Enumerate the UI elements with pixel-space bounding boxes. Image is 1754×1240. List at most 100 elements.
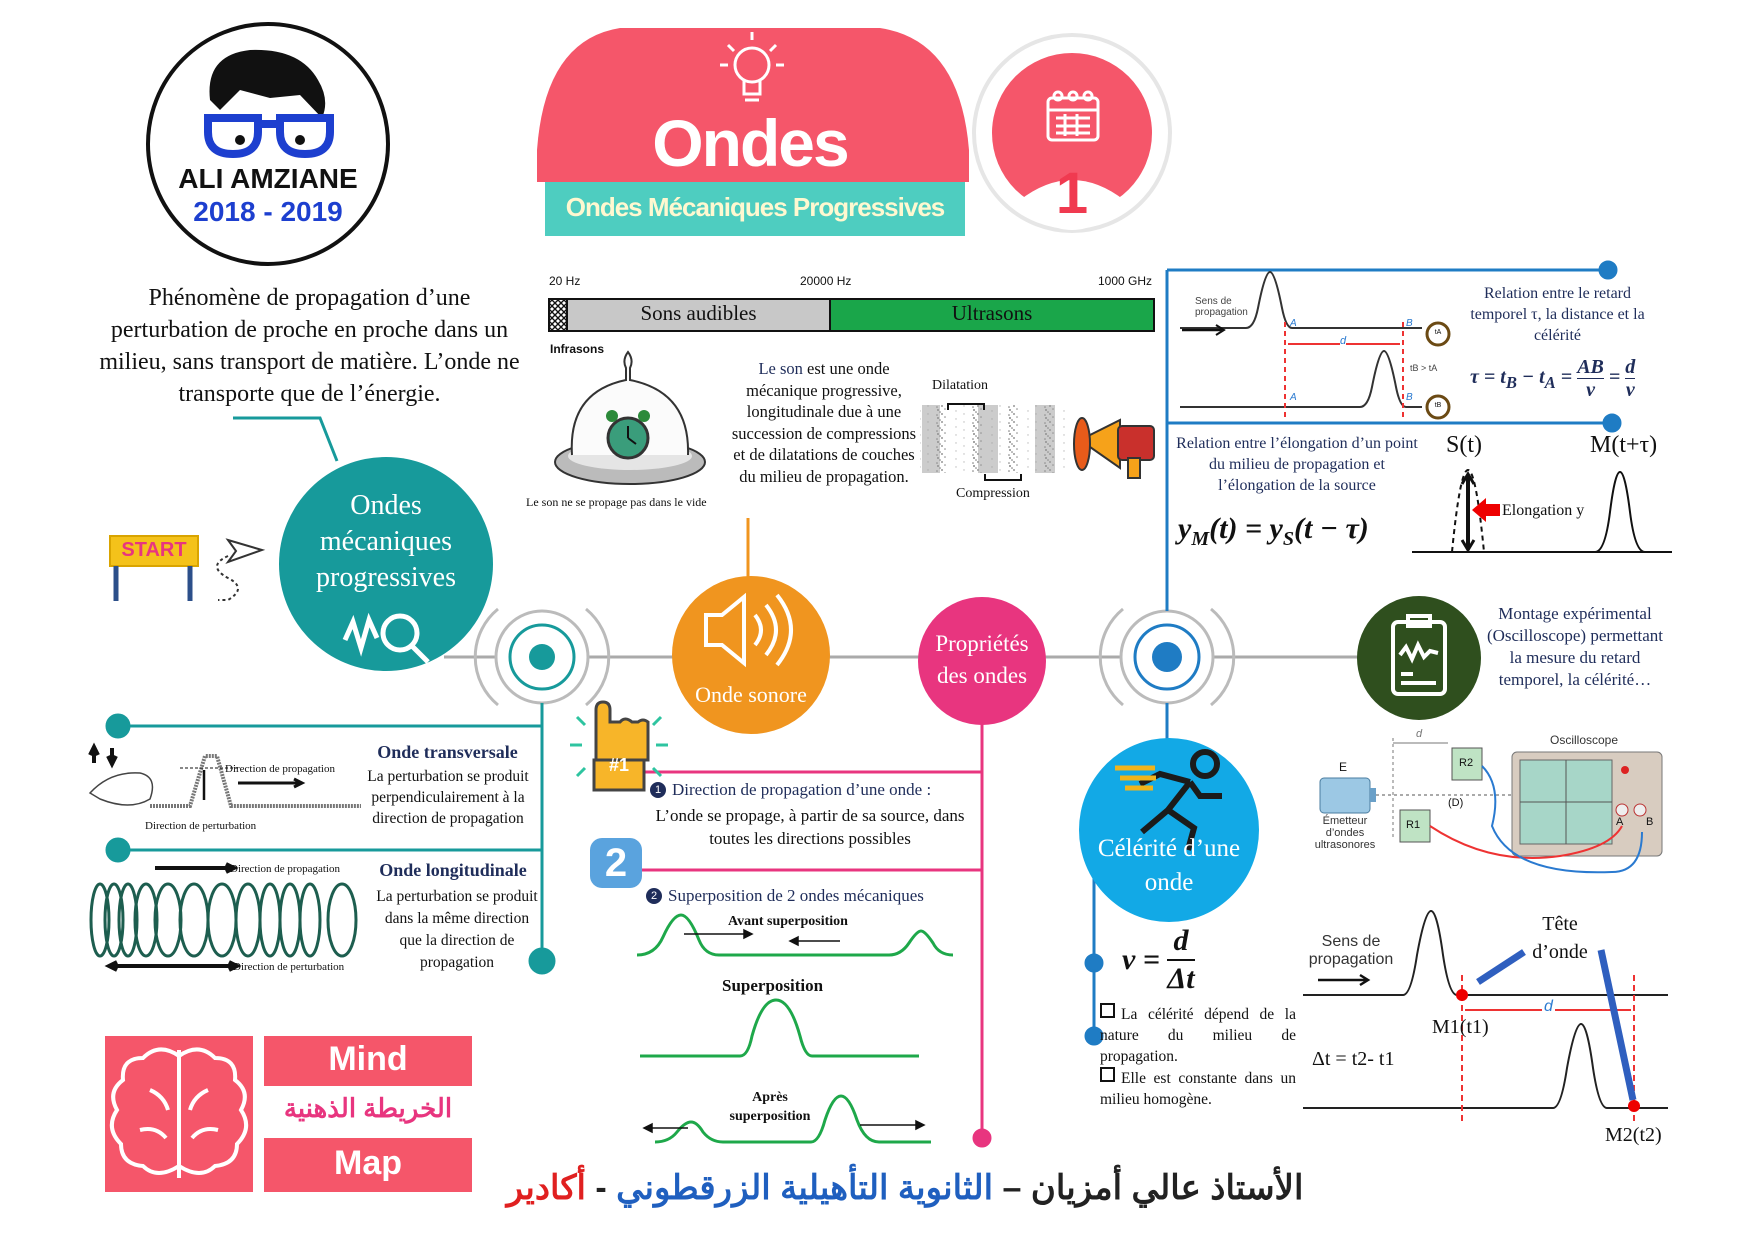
delay-distance-label: d	[1340, 335, 1347, 347]
superposition-arrows	[642, 928, 926, 1134]
page-subtitle: Ondes Mécaniques Progressives	[565, 192, 946, 222]
clock-a-label: tA	[1434, 329, 1442, 336]
delay-point-b-bottom: B	[1406, 392, 1413, 403]
longitudinal-pert-label: Direction de perturbation	[233, 961, 345, 973]
celerity-bullet-1-text: La célérité dépend de la nature du milie…	[1100, 1006, 1296, 1065]
property-2-number: 2	[646, 888, 662, 904]
node-properties-label[interactable]: Propriétés des ondes	[935, 631, 1029, 688]
page-title: Ondes	[652, 106, 849, 180]
receiver-r1-label: R1	[1406, 819, 1421, 831]
intro-definition: Phénomène de propagation d’une perturbat…	[99, 285, 520, 407]
delay-fraction-num: AB	[1577, 356, 1604, 379]
compression-pattern	[920, 403, 1070, 481]
delay-pulse-diagram	[1180, 270, 1451, 420]
calendar-icon	[1046, 90, 1100, 142]
delay-formula-minus: − t	[1516, 366, 1545, 389]
celerity-bullet-1: La célérité dépend de la nature du milie…	[1100, 1003, 1296, 1067]
celerity-bullet-2: Elle est constante dans un milieu homogè…	[1100, 1067, 1296, 1110]
elongation-label: Elongation y	[1502, 502, 1585, 519]
longitudinal-title: Onde longitudinale	[379, 860, 527, 880]
property-1-title-text: Direction de propagation d’une onde :	[672, 780, 932, 799]
celerity-bullet-2-text: Elle est constante dans un milieu homogè…	[1100, 1070, 1296, 1108]
footer-credit: الأستاذ عالي أمزيان – الثانوية التأهيلية…	[470, 1168, 1340, 1208]
elongation-pulse-diagram	[1412, 468, 1672, 553]
badge-number-one: #1	[608, 755, 630, 775]
mind-map-brain-icon	[105, 1036, 472, 1192]
delay-formula-eq: =	[1555, 366, 1573, 389]
clipboard-icon	[1391, 614, 1447, 696]
badge-number-two: 2	[604, 841, 628, 885]
longitudinal-text: La perturbation se produit dans la même …	[376, 888, 538, 971]
map-label: Map	[334, 1144, 402, 1182]
lightbulb-icon	[720, 32, 784, 102]
logo-years: 2018 - 2019	[193, 196, 343, 227]
dilatation-label: Dilatation	[932, 378, 988, 393]
checkbox-bullet-icon	[1100, 1067, 1115, 1082]
elong-formula-mid: (t) = y	[1209, 512, 1283, 545]
node-experiment-label[interactable]: Montage expérimental (Oscilloscope) perm…	[1486, 604, 1664, 689]
elong-formula-y: y	[1178, 512, 1192, 545]
mind-label: Mind	[328, 1040, 408, 1078]
node-properties-circle	[918, 597, 1046, 725]
m2-label: M2(t2)	[1605, 1124, 1662, 1146]
target-node-left	[473, 607, 611, 707]
wave-search-icon	[342, 612, 430, 664]
delta-t-label: Δt = t2- t1	[1312, 1048, 1395, 1070]
before-superposition-label: Avant superposition	[728, 914, 848, 929]
receiver-r2-label: R2	[1459, 757, 1474, 769]
node-main-label[interactable]: Ondes mécaniques progressives	[316, 490, 456, 593]
intro-connector	[233, 416, 339, 462]
chapter-number: 1	[1055, 161, 1089, 226]
header-banner	[537, 28, 969, 236]
delay-relation-title: Relation entre le retard temporel τ, la …	[1470, 285, 1645, 344]
logo-badge	[146, 22, 390, 266]
channel-b-label: B	[1646, 816, 1654, 828]
node-sound-circle	[672, 576, 830, 734]
emitter-letter: E	[1339, 760, 1348, 774]
footer-separator: -	[585, 1169, 617, 1207]
number-two-badge	[590, 838, 642, 888]
transverse-prop-label: Direction de propagation	[225, 763, 335, 775]
oscilloscope-distance-label: d	[1416, 728, 1423, 740]
transverse-pert-label: Direction de perturbation	[145, 820, 257, 832]
sound-definition-lead: Le son	[758, 359, 803, 378]
transverse-text: La perturbation se produit perpendiculai…	[367, 768, 529, 827]
glasses-icon	[204, 114, 334, 159]
celerity-fraction-den: Δt	[1167, 962, 1195, 995]
footer-school: الثانوية التأهيلية الزرقطوني	[616, 1169, 994, 1207]
start-sign-label: START	[121, 539, 187, 561]
celerity-direction-label: Sens de propagation	[1308, 933, 1394, 968]
delay-time-order: tB > tA	[1410, 363, 1438, 373]
mind-map-arabic-label: الخريطة الذهنية	[283, 1093, 453, 1123]
infrasound-label: Infrasons	[550, 342, 605, 356]
celerity-fraction-num: d	[1167, 923, 1195, 961]
delay-fraction-den: v	[1586, 379, 1595, 401]
celerity-bullets: La célérité dépend de la nature du milie…	[1100, 1003, 1296, 1110]
speaker-icon	[704, 592, 793, 668]
checkbox-bullet-icon	[1100, 1003, 1115, 1018]
bell-jar-clock-illustration	[554, 350, 706, 485]
freq-tick-1000ghz: 1000 GHz	[1098, 274, 1153, 288]
pink-branch-lines	[635, 720, 992, 1148]
sound-definition: Le son est une onde mécanique progressiv…	[728, 358, 920, 487]
chapter-badge	[972, 33, 1172, 233]
elongation-relation-title: Relation entre l’élongation d’un point d…	[1176, 435, 1418, 494]
sound-definition-text: est une onde mécanique progressive, long…	[731, 359, 917, 486]
megaphone-icon	[1073, 417, 1155, 479]
node-speed-label[interactable]: Célérité d’une onde	[1097, 835, 1241, 896]
frequency-scale-bar	[548, 298, 1155, 332]
freq-tick-20000hz: 20000 Hz	[800, 274, 852, 288]
channel-a-label: A	[1616, 816, 1624, 828]
node-sound-label[interactable]: Onde sonore	[695, 682, 807, 707]
footer-city: أكادير	[506, 1169, 586, 1207]
runner-icon	[1115, 749, 1222, 851]
oscilloscope-setup-illustration	[1319, 738, 1663, 874]
delay-point-b-top: B	[1406, 318, 1413, 329]
freq-tick-20hz: 20 Hz	[549, 274, 581, 288]
